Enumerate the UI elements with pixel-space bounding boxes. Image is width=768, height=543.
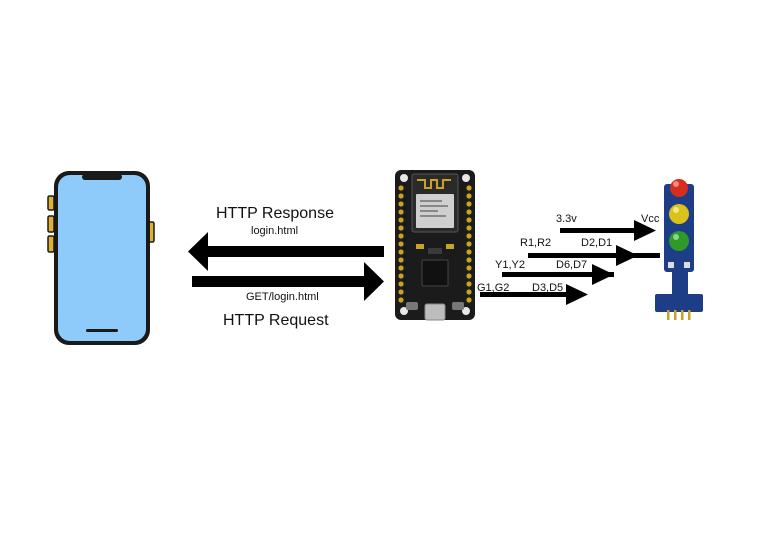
header-pin	[398, 185, 404, 191]
flash-button	[452, 302, 464, 310]
traffic-header-pins	[667, 310, 691, 320]
header-pin	[398, 297, 404, 303]
vcc-left-label: 3.3v	[556, 213, 577, 225]
micro-usb-port	[424, 303, 446, 321]
header-pin	[398, 289, 404, 295]
http-response-label: HTTP Response	[216, 205, 334, 222]
header-pin	[466, 233, 472, 239]
response-arrow	[188, 232, 384, 271]
http-request-label: HTTP Request	[223, 312, 329, 329]
header-pin	[398, 225, 404, 231]
header-pin	[466, 249, 472, 255]
green-led	[669, 231, 689, 251]
header-pin	[398, 201, 404, 207]
reset-button	[406, 302, 418, 310]
header-pin	[466, 257, 472, 263]
header-pin	[398, 193, 404, 199]
header-pin	[398, 241, 404, 247]
request-path-label: GET/login.html	[246, 291, 319, 303]
header-pin	[466, 225, 472, 231]
green-right-label: D3,D5	[532, 282, 564, 294]
header-pin	[398, 281, 404, 287]
header-pin	[466, 209, 472, 215]
yellow-right-label: D6,D7	[556, 259, 588, 271]
header-pin	[398, 257, 404, 263]
traffic-pcb-body	[664, 184, 694, 272]
header-pin	[466, 201, 472, 207]
yellow-left-label: Y1,Y2	[495, 259, 525, 271]
phone-side-button	[47, 235, 55, 253]
phone-screen	[58, 175, 146, 341]
phone-side-button	[47, 195, 55, 211]
header-pin	[466, 185, 472, 191]
usb-chip	[421, 259, 449, 287]
header-pin	[398, 273, 404, 279]
yellow-led-arrow	[502, 264, 614, 285]
red-led	[670, 179, 688, 197]
pin-arrows	[480, 220, 660, 305]
red-left-label: R1,R2	[520, 237, 552, 249]
vcc-arrow	[560, 220, 656, 241]
header-pin	[398, 233, 404, 239]
header-pin	[466, 289, 472, 295]
response-file-label: login.html	[251, 225, 299, 237]
phone-notch	[82, 174, 122, 180]
wifi-antenna	[417, 179, 451, 189]
header-pin	[466, 241, 472, 247]
traffic-pcb-base	[655, 294, 703, 312]
header-pin	[398, 265, 404, 271]
header-pin	[398, 217, 404, 223]
red-led-arrow	[528, 245, 660, 266]
header-pin	[466, 297, 472, 303]
header-pin	[398, 209, 404, 215]
http-arrows	[188, 232, 384, 301]
header-pin	[466, 281, 472, 287]
vcc-right-label: Vcc	[641, 213, 660, 225]
phone-side-button	[47, 215, 55, 233]
phone-home-bar	[86, 329, 118, 332]
yellow-led	[669, 204, 689, 224]
header-pin	[466, 217, 472, 223]
smartphone-icon	[47, 171, 155, 345]
red-right-label: D2,D1	[581, 237, 613, 249]
green-led-arrow	[480, 284, 588, 305]
header-pin	[466, 273, 472, 279]
traffic-light-module	[655, 179, 703, 320]
right-pin-header	[466, 185, 472, 303]
esp8266-board	[395, 170, 475, 321]
green-left-label: G1,G2	[477, 282, 510, 294]
request-arrow	[192, 262, 384, 301]
header-pin	[466, 193, 472, 199]
left-pin-header	[398, 185, 404, 303]
header-pin	[466, 265, 472, 271]
header-pin	[398, 249, 404, 255]
